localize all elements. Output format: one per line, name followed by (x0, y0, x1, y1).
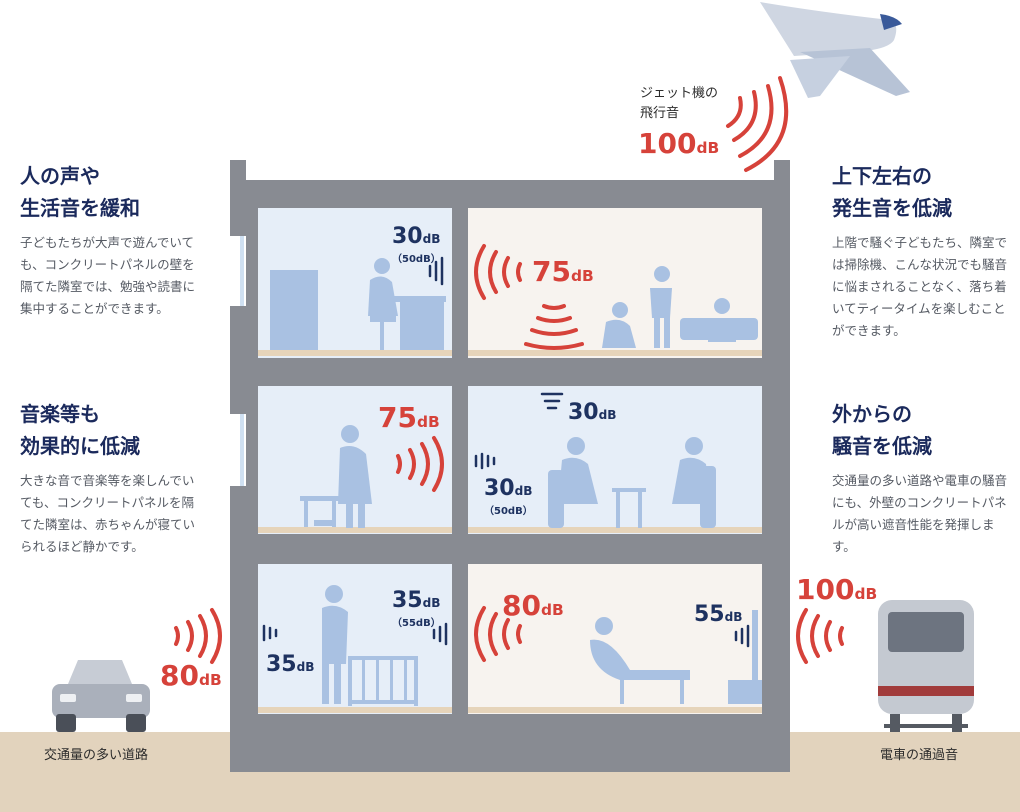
playing-children-icon (602, 266, 758, 348)
train-db: 100dB (796, 573, 878, 606)
vacuuming-person-icon (300, 425, 372, 528)
floor-bot-right (468, 707, 762, 713)
left-window-top-glass (240, 236, 244, 306)
floor-top-right (468, 350, 762, 356)
top-left-db-sub: （50dB） (392, 254, 441, 265)
mid-right-top-db: 30dB (568, 400, 617, 425)
room-bot-left (258, 564, 452, 714)
bot-left-right-db-sub: （55dB） (392, 618, 441, 629)
left-window-mid-glass (240, 414, 244, 486)
floor-mid-right (468, 527, 762, 533)
studying-person-icon (368, 258, 446, 350)
floor-mid-left (258, 527, 452, 533)
parent-with-baby-icon (322, 585, 348, 704)
mid-right-side-db-sub: （50dB） (484, 506, 533, 517)
train-sound-waves (796, 608, 844, 664)
road-sound-waves (174, 608, 222, 664)
bot-left-right-waves (432, 622, 448, 646)
top-right-down-waves (524, 304, 584, 350)
body-updown: 上階で騒ぐ子どもたち、隣室では掃除機、こんな状況でも騒音に悩まされることなく、落… (832, 235, 1008, 338)
heading-outside: 外からの 騒音を低減 (832, 402, 932, 458)
jet-label: ジェット機の 飛行音 (640, 86, 719, 121)
mid-left-db: 75dB (378, 401, 440, 434)
jet-sound-waves (726, 76, 789, 172)
heading-voice: 人の声や 生活音を緩和 (20, 164, 140, 220)
mid-right-side-waves (474, 452, 496, 470)
speaker-icon (728, 610, 762, 704)
bot-right-right-db: 55dB (694, 602, 743, 627)
car-icon (52, 660, 150, 732)
heading-updown: 上下左右の 発生音を低減 (832, 164, 952, 220)
mid-right-side-db: 30dB (484, 476, 533, 501)
heading-music: 音楽等も 効果的に低減 (20, 402, 140, 458)
mid-left-waves (396, 436, 444, 492)
airplane-icon (760, 2, 910, 98)
top-left-db: 30dB (392, 224, 441, 249)
bot-left-inner-waves (262, 624, 278, 642)
roof-recess (246, 160, 774, 180)
train-label: 電車の通過音 (880, 748, 959, 763)
top-right-side-waves (474, 244, 522, 300)
bot-left-inner-db: 35dB (266, 652, 315, 677)
floor-top-left (258, 350, 452, 356)
body-voice: 子どもたちが大声で遊んでいても、コンクリートパネルの壁を隔てた隣室では、勉強や読… (20, 235, 196, 316)
road-db: 80dB (160, 659, 222, 692)
mid-right-top-waves (540, 392, 564, 410)
crib-icon (348, 656, 418, 706)
body-outside: 交通量の多い道路や電車の騒音にも、外壁のコンクリートパネルが高い遮音性能を発揮し… (832, 473, 1008, 554)
floor-bot-left (258, 707, 452, 713)
tea-time-people-icon (548, 437, 716, 528)
bot-right-right-waves (734, 624, 750, 648)
jet-db: 100dB (638, 127, 720, 160)
dresser-icon (270, 270, 318, 350)
body-music: 大きな音で音楽等を楽しんでいても、コンクリートパネルを隔てた隣室は、赤ちゃんが寝… (20, 473, 196, 554)
bot-right-left-waves (474, 606, 522, 662)
relaxing-person-icon (590, 617, 690, 704)
train-icon (878, 600, 974, 732)
bot-right-left-db: 80dB (502, 589, 564, 622)
top-left-waves (428, 256, 444, 286)
road-label: 交通量の多い道路 (44, 748, 149, 763)
bot-left-right-db: 35dB (392, 588, 441, 613)
top-right-db: 75dB (532, 255, 594, 288)
